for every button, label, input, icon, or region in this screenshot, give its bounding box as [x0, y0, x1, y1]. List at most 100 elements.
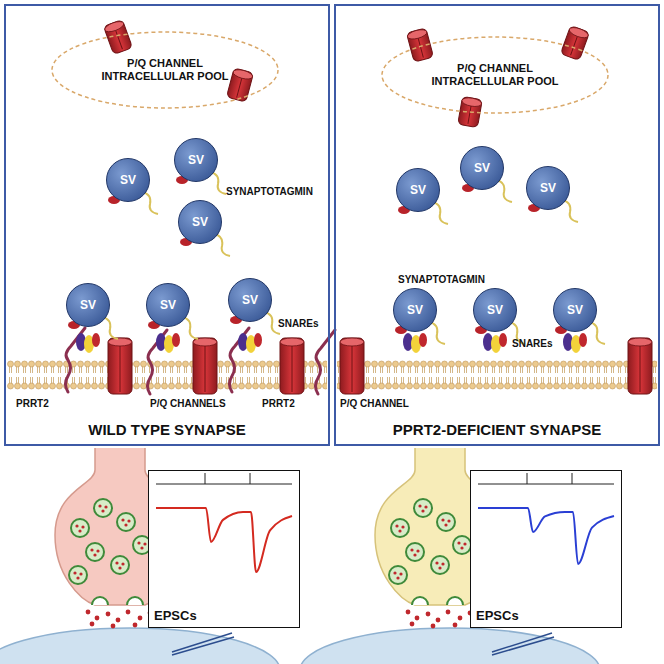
vesicle-label: SV: [242, 293, 258, 307]
synaptotagmin: [142, 192, 158, 214]
released-transmitter: [116, 618, 121, 623]
vesicle: [111, 556, 129, 574]
released-transmitter: [436, 618, 441, 623]
postsynaptic-cell: [300, 628, 600, 664]
channel-pore: [205, 342, 206, 392]
transmitter: [413, 553, 416, 556]
channel-top: [628, 338, 652, 346]
synaptotagmin: [429, 322, 445, 344]
transmitter: [127, 519, 130, 522]
synaptic-vesicle: SV: [178, 200, 222, 244]
transmitter: [418, 504, 421, 507]
synaptic-vesicle: SV: [396, 168, 440, 212]
synaptotagmin: [214, 234, 230, 256]
channel-body: [108, 338, 132, 394]
vesicle-label: SV: [540, 181, 556, 195]
transmitter: [441, 518, 444, 521]
released-transmitter: [133, 623, 138, 628]
vesicle-label: SV: [160, 298, 176, 312]
vesicle: [406, 543, 424, 561]
trace-label: EPSCs: [476, 608, 519, 623]
released-transmitter: [415, 616, 420, 621]
transmitter: [121, 518, 124, 521]
transmitter: [81, 525, 84, 528]
vesicle: [86, 543, 104, 561]
transmitter: [115, 561, 118, 564]
transmitter: [98, 504, 101, 507]
part-label: PRRT2: [16, 398, 49, 409]
transmitter: [463, 542, 466, 545]
channel-top: [340, 338, 364, 346]
synaptotagmin: [182, 317, 198, 339]
channel-body: [103, 19, 132, 54]
part-label: SYNAPTOTAGMIN: [398, 274, 485, 285]
electrode: [172, 633, 232, 652]
released-transmitter: [138, 616, 143, 621]
transmitter: [444, 523, 447, 526]
transmitter: [416, 549, 419, 552]
released-transmitter: [406, 610, 411, 615]
transmitter: [96, 549, 99, 552]
released-transmitter: [458, 616, 463, 621]
part-label: P/Q CHANNELS: [150, 398, 226, 409]
channel-top: [108, 338, 132, 346]
synaptic-vesicle: SV: [526, 166, 570, 210]
transmitter: [435, 561, 438, 564]
recording-box-ground: [470, 470, 622, 628]
fused-vesicle: [412, 597, 428, 605]
synaptotagmin: [102, 317, 118, 339]
part-label: PRRT2: [262, 398, 295, 409]
transmitter: [401, 525, 404, 528]
synaptotagmin: [210, 172, 226, 194]
transmitter: [410, 548, 413, 551]
channel-body: [628, 338, 652, 394]
recording-box: EPSCs: [148, 470, 300, 628]
transmitter: [121, 562, 124, 565]
channel-pool: P/Q CHANNEL INTRACELLULAR POOL: [380, 35, 610, 115]
transmitter: [396, 576, 399, 579]
pq-channel: [103, 19, 132, 54]
channel-body: [406, 28, 433, 62]
transmitter: [424, 505, 427, 508]
part-label: P/Q CHANNEL: [340, 398, 409, 409]
electrode: [492, 637, 554, 655]
recording-box: EPSCs: [470, 470, 622, 628]
released-transmitter: [453, 623, 458, 628]
stimulus-bar: [478, 473, 614, 484]
vesicle: [431, 556, 449, 574]
fused-vesicle: [447, 597, 463, 605]
channel-body: [560, 25, 589, 60]
pq-channel: [193, 338, 217, 394]
transmitter: [78, 529, 81, 532]
released-transmitter: [106, 612, 111, 617]
pool-label: P/Q CHANNEL INTRACELLULAR POOL: [85, 57, 245, 83]
channel-body: [280, 338, 304, 394]
synaptic-vesicle: SV: [393, 288, 437, 332]
transmitter: [441, 562, 444, 565]
transmitter: [76, 576, 79, 579]
transmitter: [447, 519, 450, 522]
electrode: [172, 637, 234, 655]
vesicle: [71, 519, 89, 537]
pq-channel: [226, 68, 253, 102]
transmitter: [457, 541, 460, 544]
vesicle: [414, 499, 432, 517]
transmitter: [398, 529, 401, 532]
recording-box-ground: [148, 470, 300, 628]
transmitter: [75, 524, 78, 527]
panel-title: WILD TYPE SYNAPSE: [6, 421, 328, 438]
snare-protein: [499, 333, 507, 347]
channel-pore: [120, 342, 121, 392]
part-label: SNAREs: [512, 338, 553, 349]
synaptic-vesicle: SV: [66, 283, 110, 327]
transmitter: [399, 572, 402, 575]
channel-top: [232, 68, 253, 81]
membrane: [7, 360, 327, 390]
channel-pool: P/Q CHANNEL INTRACELLULAR POOL: [50, 30, 280, 110]
trace-label: EPSCs: [154, 608, 197, 623]
vesicle-label: SV: [192, 215, 208, 229]
synaptic-vesicle: SV: [174, 138, 218, 182]
vesicle: [389, 566, 407, 584]
